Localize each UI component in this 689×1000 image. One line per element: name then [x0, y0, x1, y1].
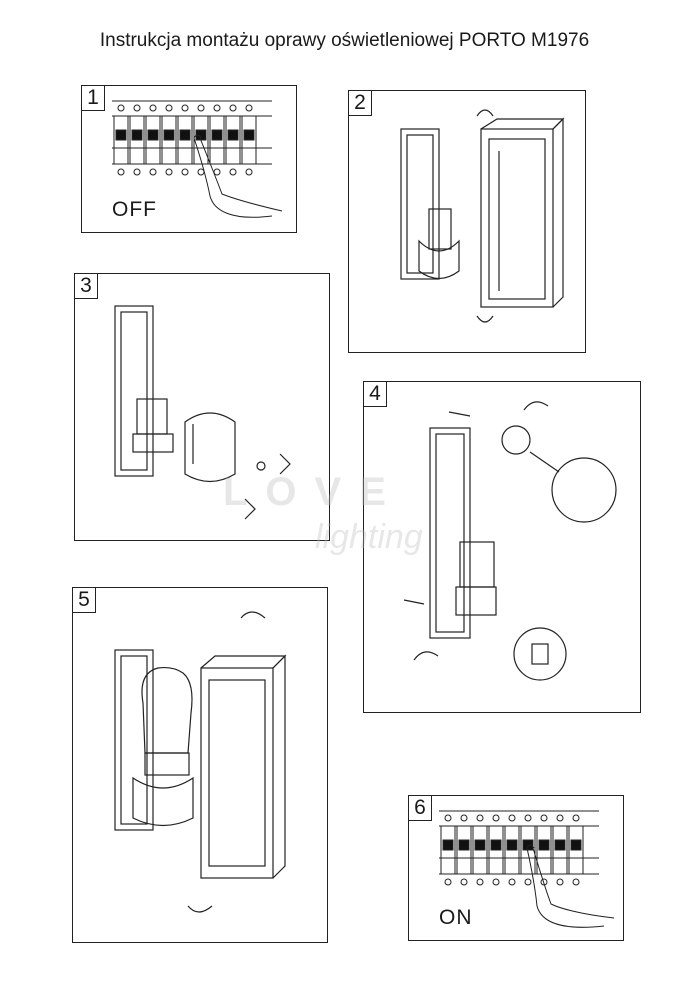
step-number: 2 [348, 90, 372, 116]
wall-mounting-and-wiring-illustration [403, 401, 617, 681]
bulb-and-shade-assembly-illustration [114, 611, 287, 913]
step-2-panel: 2 [348, 90, 586, 353]
lamp-disassembly-illustration [400, 109, 565, 323]
socket-cover-removal-illustration [114, 305, 291, 520]
circuit-breaker-panel-illustration [112, 100, 283, 218]
step-number: 4 [363, 381, 387, 407]
step-1-label: OFF [112, 198, 157, 221]
step-6-panel: 6 ON [408, 795, 624, 941]
document-title: Instrukcja montażu oprawy oświetleniowej… [99, 30, 590, 51]
step-number: 1 [81, 85, 105, 111]
step-3-panel: 3 [74, 273, 330, 541]
watermark-bottom-text: lighting [315, 518, 423, 556]
step-1-panel: 1 OFF [81, 85, 297, 233]
step-number: 3 [74, 273, 98, 299]
step-6-label: ON [439, 906, 473, 929]
step-number: 5 [72, 587, 96, 613]
step-number: 6 [408, 795, 432, 821]
watermark-top-text: LOVE [223, 470, 404, 514]
step-4-panel: 4 [363, 381, 641, 713]
step-5-panel: 5 [72, 587, 328, 943]
circuit-breaker-panel-on-illustration [439, 810, 615, 928]
watermark-logo: LOVE lighting [215, 440, 465, 560]
